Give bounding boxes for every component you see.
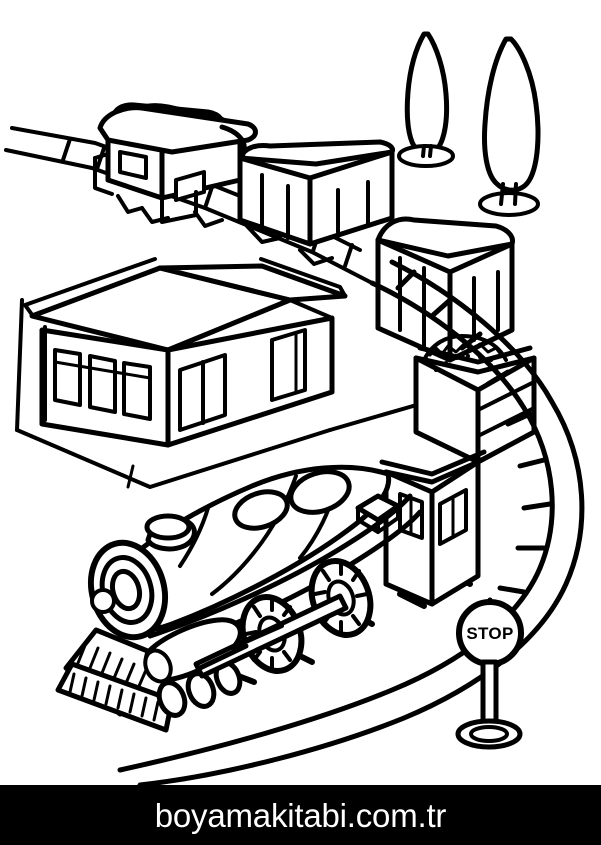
stop-sign: STOP: [455, 597, 524, 750]
line-art-drawing: STOP: [4, 31, 585, 785]
watermark-text: boyamakitabi.com.tr: [154, 796, 447, 834]
tree-left: [397, 31, 455, 168]
watermark-bar: boyamakitabi.com.tr: [0, 785, 601, 845]
boxcar-one: [237, 139, 395, 266]
tree-right: [478, 36, 541, 217]
locomotive: [55, 449, 487, 733]
artwork-canvas: STOP: [4, 31, 585, 785]
station-building: [23, 257, 348, 448]
caboose: [93, 102, 258, 228]
railway-track-main: [117, 259, 585, 785]
station-platform: [15, 298, 422, 489]
stop-sign-label: STOP: [466, 624, 513, 643]
